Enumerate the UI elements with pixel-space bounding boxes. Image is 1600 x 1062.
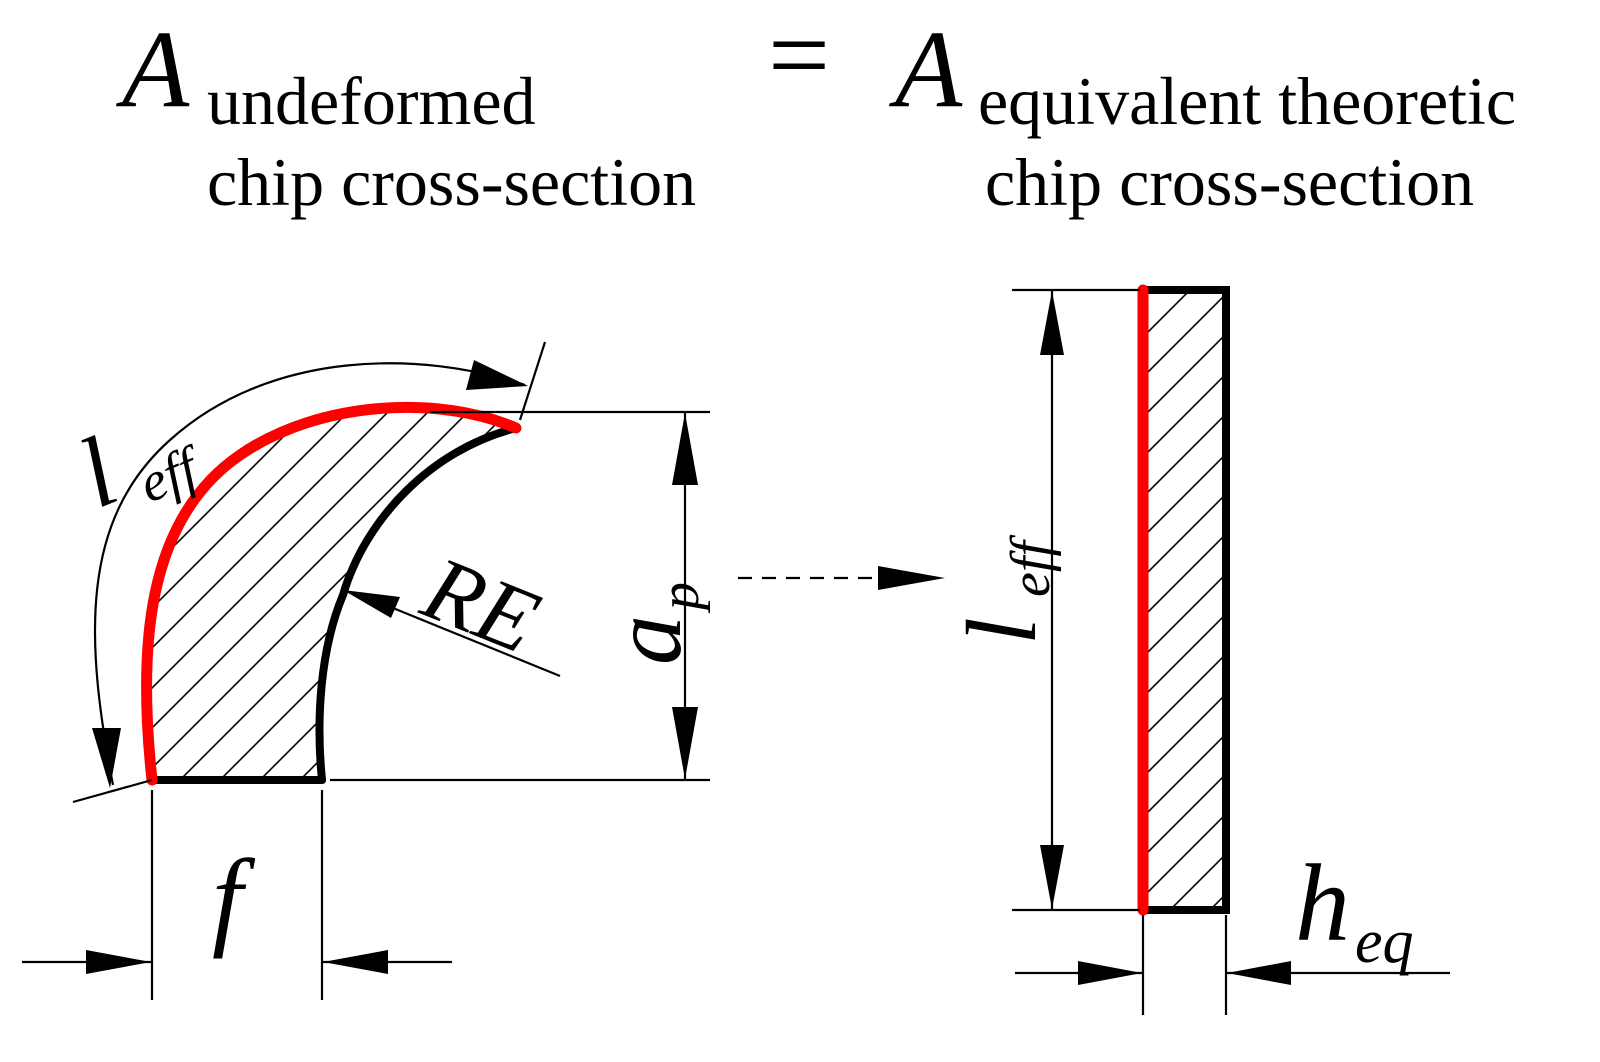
right-area-symbol: A: [888, 8, 963, 130]
heq-symbol: h: [1295, 842, 1350, 964]
leff-eq-arrowhead-bottom: [1040, 845, 1064, 909]
right-area-subscript-line1: equivalent theoretic: [978, 63, 1516, 139]
undeformed-chip-area: [146, 407, 517, 780]
f-arrowhead-right: [323, 950, 388, 974]
equivalent-chip-outline: [1139, 286, 1230, 914]
leff-extension-bottom: [72, 778, 153, 804]
leff-arrowhead-bottom: [92, 728, 121, 788]
heq-arrowhead-right: [1227, 961, 1291, 985]
heq-subscript: eq: [1355, 908, 1414, 976]
leff-extension-top: [518, 341, 547, 421]
effective-cutting-edge: [140, 401, 522, 786]
dashed-arrowhead: [878, 566, 945, 590]
equivalent-chip-area: [1148, 292, 1226, 909]
formula: A undeformed chip cross-section = A equi…: [115, 0, 1516, 220]
leff-arrowhead-top: [466, 360, 528, 390]
leff-symbol: l: [64, 416, 131, 529]
leff-eq-arrowhead-top: [1040, 291, 1064, 355]
equals-sign: =: [768, 0, 830, 116]
re-leader-line: [387, 604, 561, 678]
leff-eq-symbol: l: [946, 617, 1057, 645]
right-area-subscript-line2: chip cross-section: [985, 144, 1474, 220]
left-area-symbol: A: [115, 8, 190, 130]
undeformed-chip-figure: l eff RE a p f: [22, 341, 711, 1000]
leff-arc-dimension-line: [93, 362, 526, 786]
f-arrowhead-left: [86, 950, 151, 974]
re-arrowhead: [343, 590, 400, 618]
depth-subscript: p: [649, 582, 711, 614]
left-area-subscript-line2: chip cross-section: [207, 144, 696, 220]
equivalent-chip-figure: l eff h eq: [946, 284, 1450, 1015]
leff-eq-label: l eff: [946, 534, 1062, 645]
leff-eq-subscript: eff: [1000, 534, 1062, 597]
ap-arrowhead-top: [672, 413, 698, 485]
feed-label: f: [212, 837, 256, 959]
heq-arrowhead-left: [1078, 961, 1142, 985]
radius-label: RE: [409, 536, 552, 673]
ap-label: a p: [591, 582, 711, 665]
left-area-subscript-line1: undeformed: [207, 63, 536, 139]
depth-symbol: a: [591, 615, 702, 665]
re-label: RE: [409, 536, 552, 673]
ap-arrowhead-bottom: [672, 707, 698, 779]
transformation-arrow: [738, 566, 945, 590]
tool-nose-boundary: [315, 424, 520, 784]
